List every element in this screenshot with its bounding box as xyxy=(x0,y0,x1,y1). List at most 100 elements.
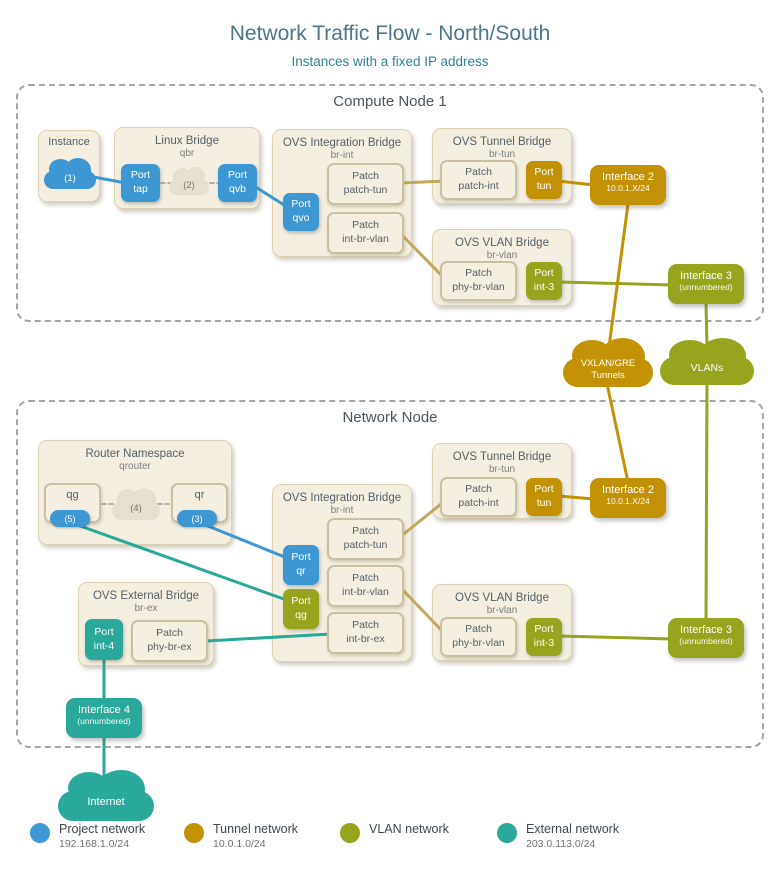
internet-cloud: Internet xyxy=(58,770,154,822)
port-kind: Port xyxy=(534,166,554,179)
vlan-bridge-compute: OVS VLAN Bridge br-vlan Patch phy-br-vla… xyxy=(432,229,572,306)
bridge-title: OVS Integration Bridge xyxy=(282,492,402,504)
port-int-4: Port int-4 xyxy=(85,619,123,660)
pill-label: (3) xyxy=(191,513,203,524)
legend-item-external: External network 203.0.113.0/24 xyxy=(497,822,619,850)
patch-patch-int-compute: Patch patch-int xyxy=(440,160,517,200)
legend-subnet: 192.168.1.0/24 xyxy=(59,838,130,850)
interface-name: Interface 3 xyxy=(680,624,732,636)
external-bridge-box: OVS External Bridge br-ex Port int-4 Pat… xyxy=(78,582,214,666)
port-name: qg xyxy=(295,609,307,621)
cloud-label: (1) xyxy=(44,167,96,190)
compute-node-container: Compute Node 1 Instance (1) Linux Bridge… xyxy=(16,84,764,322)
qrouter-cloud: (4) xyxy=(112,488,160,521)
qbr-cloud: (2) xyxy=(169,167,209,196)
interface-detail: 10.0.1.X/24 xyxy=(606,183,650,193)
port-kind: Port xyxy=(94,625,114,638)
patch-name: int-br-vlan xyxy=(342,586,389,598)
cloud-label-line1: Internet xyxy=(87,796,125,809)
cloud-label-line1: VLANs xyxy=(690,362,724,375)
cloud-label: VLANs xyxy=(660,351,754,386)
port-tun-compute: Port tun xyxy=(526,161,562,199)
cloud-body xyxy=(112,501,160,521)
pill-label: (5) xyxy=(64,513,76,524)
tunnel-bridge-compute: OVS Tunnel Bridge br-tun Patch patch-int… xyxy=(432,128,572,204)
tunnel-bridge-network: OVS Tunnel Bridge br-tun Patch patch-int… xyxy=(432,443,572,519)
bridge-name: br-int xyxy=(330,150,354,162)
patch-kind: Patch xyxy=(352,170,379,183)
cloud-label-line1: (2) xyxy=(183,179,195,191)
port-name: tun xyxy=(536,180,552,192)
instance-label: Instance xyxy=(48,136,90,148)
patch-phy-br-vlan-network: Patch phy-br-vlan xyxy=(440,617,517,657)
cloud-label: Internet xyxy=(58,785,154,822)
network-node-container: Network Node Router Namespace qrouter qg… xyxy=(16,400,764,748)
patch-name: patch-int xyxy=(458,180,499,192)
patch-patch-tun-compute: Patch patch-tun xyxy=(327,163,404,205)
bridge-name: qrouter xyxy=(119,461,151,473)
bridge-name: qbr xyxy=(179,148,195,160)
port-name: qr xyxy=(296,565,306,577)
port-int-3-compute: Port int-3 xyxy=(526,262,562,300)
interface-detail: 10.0.1.X/24 xyxy=(606,496,650,506)
interface-4: Interface 4 (unnumbered) xyxy=(66,698,142,738)
port-name: tap xyxy=(133,183,148,195)
patch-int-br-vlan-compute: Patch int-br-vlan xyxy=(327,212,404,254)
interface-3-compute: Interface 3 (unnumbered) xyxy=(668,264,744,304)
port-name: int-3 xyxy=(533,281,555,293)
legend-item-tunnel: Tunnel network 10.0.1.0/24 xyxy=(184,822,298,850)
patch-kind: Patch xyxy=(465,166,492,179)
patch-name: phy-br-ex xyxy=(147,641,192,653)
port-name: tun xyxy=(536,497,552,509)
interface-name: Interface 3 xyxy=(680,270,732,282)
qr-label: qr xyxy=(194,489,205,501)
patch-kind: Patch xyxy=(156,627,183,640)
patch-name: int-br-ex xyxy=(346,633,385,645)
port-kind: Port xyxy=(534,623,554,636)
port-name: qvb xyxy=(229,183,246,195)
legend-item-vlan: VLAN network xyxy=(340,822,449,843)
interface-detail: (unnumbered) xyxy=(679,282,733,292)
cloud-label: (2) xyxy=(169,175,209,196)
interface-detail: (unnumbered) xyxy=(77,716,131,726)
port-kind: Port xyxy=(130,169,151,182)
vlans-cloud: VLANs xyxy=(660,338,754,386)
patch-name: patch-tun xyxy=(343,184,388,196)
legend-text: VLAN network xyxy=(369,822,449,838)
legend-subnet: 10.0.1.0/24 xyxy=(213,838,266,850)
bridge-title: OVS Integration Bridge xyxy=(282,137,402,149)
interface-name: Interface 2 xyxy=(602,171,654,183)
page-title: Network Traffic Flow - North/South xyxy=(229,22,551,45)
patch-kind: Patch xyxy=(465,267,492,280)
legend-label: Tunnel network xyxy=(213,822,298,836)
patch-kind: Patch xyxy=(352,525,379,538)
patch-patch-tun-network: Patch patch-tun xyxy=(327,518,404,560)
cloud-label-line1: VXLAN/GRE xyxy=(580,358,636,370)
port-int-3-network: Port int-3 xyxy=(526,618,562,656)
bridge-title: Router Namespace xyxy=(85,448,185,460)
port-name: int-4 xyxy=(93,639,115,652)
bridge-name: br-tun xyxy=(488,464,516,476)
patch-name: patch-tun xyxy=(343,539,388,551)
vxlan-gre-tunnels-cloud: VXLAN/GRE Tunnels xyxy=(563,338,653,388)
legend-item-project: Project network 192.168.1.0/24 xyxy=(30,822,145,850)
cloud-label-line2: Tunnels xyxy=(591,370,625,381)
bridge-name: br-ex xyxy=(134,603,158,615)
vlan-network-dot xyxy=(340,823,360,843)
qg-label: qg xyxy=(66,489,79,501)
legend-label: External network xyxy=(526,822,620,836)
patch-kind: Patch xyxy=(465,623,492,636)
bridge-title: OVS Tunnel Bridge xyxy=(452,451,552,463)
legend-subnet: 203.0.113.0/24 xyxy=(526,838,596,850)
cloud-label: (4) xyxy=(112,497,160,521)
interface-2-compute: Interface 2 10.0.1.X/24 xyxy=(590,165,666,205)
port-kind: Port xyxy=(291,198,311,211)
cloud-body xyxy=(44,170,96,190)
patch-kind: Patch xyxy=(352,219,379,232)
legend-text: Tunnel network 10.0.1.0/24 xyxy=(213,822,298,850)
instance-cloud: (1) xyxy=(44,158,96,190)
interface-name: Interface 2 xyxy=(602,484,654,496)
cloud-label-line1: (1) xyxy=(64,172,76,184)
legend-label: VLAN network xyxy=(369,822,449,836)
